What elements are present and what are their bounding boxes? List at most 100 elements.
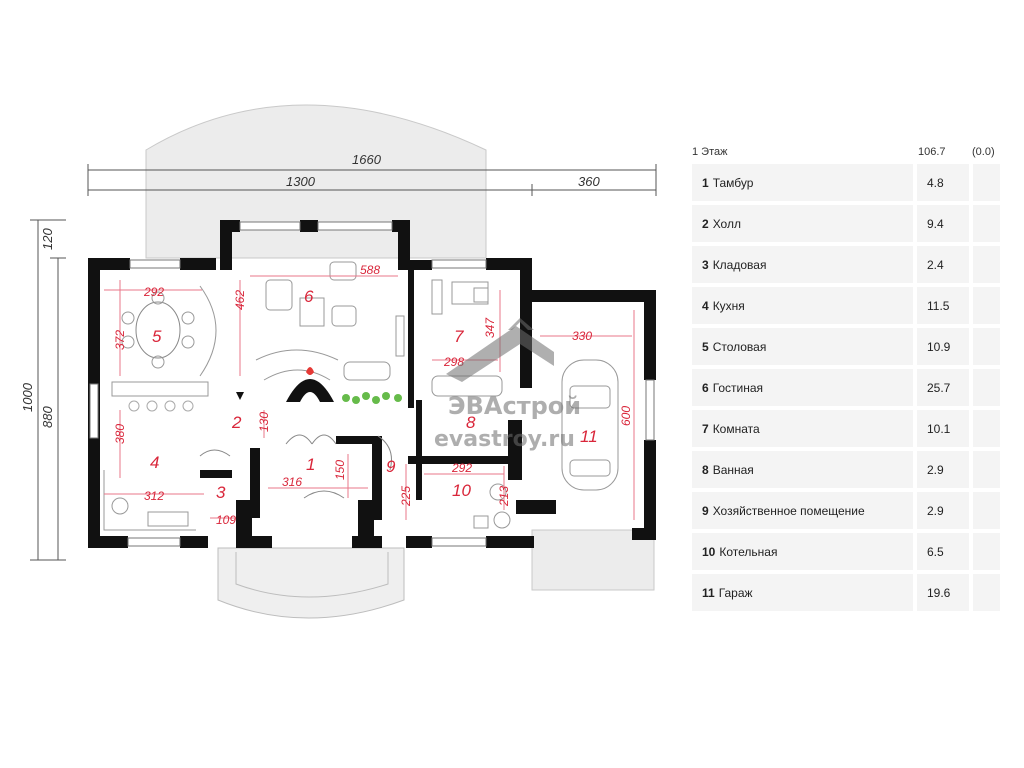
room-number-8: 8 — [466, 413, 476, 432]
room-number: 7 — [702, 422, 709, 436]
room-number: 6 — [702, 381, 709, 395]
bar-stools — [128, 400, 194, 412]
room-number-5: 5 — [152, 327, 162, 346]
plants — [342, 392, 402, 404]
room-name: Столовая — [712, 340, 767, 354]
room-area-cell: 2.9 — [917, 451, 969, 488]
watermark-house-icon — [446, 326, 554, 382]
room-area-cell: 11.5 — [917, 287, 969, 324]
room-area: 2.9 — [927, 463, 944, 477]
room-area-cell: 2.4 — [917, 246, 969, 283]
room-area: 9.4 — [927, 217, 944, 231]
floor-label: 1 Этаж — [692, 146, 728, 158]
room-extra-cell — [973, 246, 1000, 283]
room-name: Гараж — [718, 586, 753, 600]
room-extra-cell — [973, 205, 1000, 242]
room-area-cell: 19.6 — [917, 574, 969, 611]
doors — [199, 434, 392, 499]
room-extra-cell — [973, 451, 1000, 488]
car-icon — [561, 359, 619, 491]
room-name: Тамбур — [712, 176, 754, 190]
room-number: 10 — [702, 545, 716, 559]
watermark-roof-icon — [508, 318, 534, 330]
room-extra-cell — [973, 287, 1000, 324]
dim-room3-width: 109 — [216, 513, 236, 527]
room-area: 2.4 — [927, 258, 944, 272]
living-furniture — [255, 261, 405, 381]
dim-left-width: 1300 — [286, 174, 316, 189]
room-area-cell: 9.4 — [917, 205, 969, 242]
room-number: 8 — [702, 463, 709, 477]
dim-room6-width: 588 — [360, 263, 380, 277]
room-area: 4.8 — [927, 176, 944, 190]
room-number-6: 6 — [304, 287, 314, 306]
room-extra-cell — [973, 574, 1000, 611]
dim-total-width: 1660 — [352, 152, 382, 167]
room-number: 3 — [702, 258, 709, 272]
room-name: Ванная — [712, 463, 754, 477]
fire-icon — [306, 367, 314, 375]
room-name: Гостиная — [712, 381, 764, 395]
floor-total-area: 106.7 — [918, 146, 946, 158]
room-extra-cell — [973, 492, 1000, 529]
room-extra-cell — [973, 533, 1000, 570]
room-extra-cell — [973, 328, 1000, 365]
room-area-cell: 10.9 — [917, 328, 969, 365]
dim-room9-height: 225 — [399, 486, 413, 507]
room-extra-cell — [973, 369, 1000, 406]
dimension-lines — [30, 164, 657, 561]
dim-room11-height: 600 — [619, 406, 633, 426]
porch-arc-inner — [235, 552, 389, 598]
dim-room4-width: 312 — [144, 489, 164, 503]
room-number-9: 9 — [386, 457, 396, 476]
dim-room11-width: 330 — [572, 329, 592, 343]
room7-furniture — [431, 279, 489, 315]
room-extra-cell — [973, 410, 1000, 447]
dim-room10-height: 213 — [497, 486, 511, 507]
room-area-cell: 10.1 — [917, 410, 969, 447]
room-number-2: 2 — [231, 413, 242, 432]
room-number-3: 3 — [216, 483, 226, 502]
room-area: 11.5 — [927, 299, 950, 313]
kitchen-fixtures — [103, 470, 196, 531]
room-area: 19.6 — [927, 586, 951, 600]
arrow-icon — [236, 392, 244, 400]
dim-right-width: 360 — [578, 174, 600, 189]
dining-table — [135, 301, 181, 359]
room-number-1: 1 — [306, 455, 315, 474]
room-number: 2 — [702, 217, 709, 231]
room-extra-cell — [973, 164, 1000, 201]
dim-total-height: 1000 — [20, 382, 35, 412]
room-area: 6.5 — [927, 545, 944, 559]
room-number-10: 10 — [452, 481, 471, 500]
dim-top-offset: 120 — [40, 228, 55, 250]
rear-terrace — [145, 104, 487, 259]
floor-plan: 1660 1300 360 120 1000 880 1 2 3 4 5 6 7… — [20, 104, 657, 619]
room-area: 10.9 — [927, 340, 951, 354]
bay-arc — [199, 285, 217, 377]
dim-room5-height: 372 — [113, 330, 127, 350]
room-name: Холл — [712, 217, 741, 231]
